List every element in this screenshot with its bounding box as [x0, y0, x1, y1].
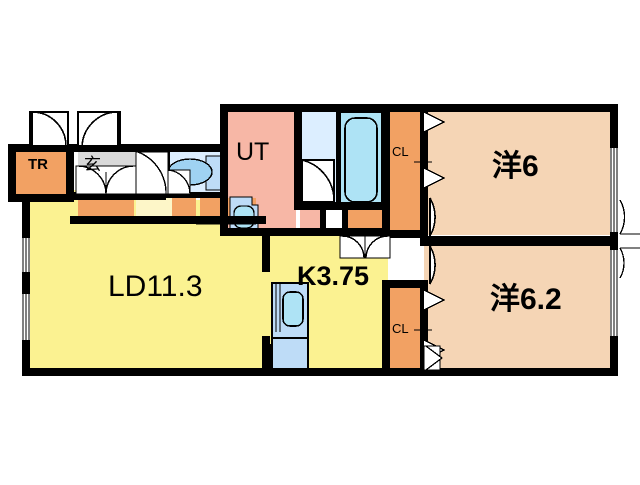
counter-orange-2 — [172, 198, 196, 220]
wall-right-exterior-top — [610, 104, 618, 148]
wall-closet-right-bottom — [420, 280, 428, 376]
room-label-trunk-room: TR — [28, 156, 48, 173]
closet-fill-top — [386, 110, 424, 235]
wall-right-exterior-bottom — [610, 336, 618, 376]
door-entrance-1 — [29, 111, 69, 147]
room-fill-western-room-1 — [424, 110, 610, 235]
wall-ut-bath — [294, 110, 302, 210]
wall-bottom-tr — [8, 194, 70, 202]
room-label-western-room-1: 洋6 — [492, 150, 539, 183]
room-fill-western-room-2 — [424, 243, 610, 370]
door-balcony-1 — [619, 199, 640, 235]
detail-lines — [74, 221, 292, 231]
wall-toilet-bottom — [164, 192, 226, 198]
wall-bottom-exterior — [22, 368, 618, 376]
door-genkan-interior — [75, 165, 137, 196]
window-counter-ld — [196, 219, 256, 225]
door-kitchen-double — [339, 235, 391, 259]
window-utility-sill — [272, 230, 384, 235]
wall-left-exterior-mid — [22, 272, 30, 294]
door-bedroom-2 — [429, 245, 436, 285]
wall-hall-bottom — [70, 216, 186, 224]
wall-left-exterior-lower — [22, 340, 30, 376]
opening-kitchen-bottom — [268, 344, 272, 370]
wall-left-tr — [8, 144, 16, 202]
wall-between-bedrooms — [420, 236, 618, 246]
window-left-1 — [22, 238, 30, 272]
room-label-entrance: 玄 — [84, 155, 101, 174]
counter-shoebox-1 — [78, 198, 134, 220]
room-fill-trunk-room — [14, 150, 68, 195]
counter-cream-1 — [136, 198, 172, 220]
wall-closet-top-cap — [382, 230, 428, 238]
doors — [29, 111, 640, 371]
wall-utility-bottom — [220, 228, 268, 236]
wall-ut-left — [220, 104, 228, 236]
wall-pier-bath-2 — [342, 202, 348, 236]
wall-closet-left-top — [382, 110, 390, 236]
counter-white-below-bath — [326, 203, 344, 235]
window-left-2 — [22, 294, 30, 340]
windows — [22, 148, 618, 340]
room-label-kitchen: K3.75 — [297, 261, 370, 291]
wall-left-exterior-upper — [22, 196, 30, 238]
room-label-living-dining: LD11.3 — [108, 270, 203, 303]
door-hall-ld — [135, 151, 169, 195]
wall-tr-right — [66, 150, 74, 202]
wall-toilet-top — [164, 144, 226, 152]
room-label-utility: UT — [236, 138, 270, 166]
window-right-2 — [610, 250, 618, 336]
door-entrance-2 — [77, 111, 121, 147]
kitchen-sink-bowl — [282, 291, 304, 327]
wall-pier-bath-1 — [320, 202, 326, 236]
door-balcony-2 — [619, 247, 640, 279]
window-right-1 — [610, 148, 618, 232]
closet-label-bottom: CL — [392, 321, 409, 336]
door-bathroom — [299, 159, 335, 203]
door-bottom-bedroom — [423, 345, 444, 371]
bathtub-inner — [344, 117, 378, 203]
closet-fill-bottom — [386, 287, 424, 370]
wall-closet-left-bottom — [382, 280, 390, 376]
wall-closet-bottom-cap — [382, 280, 428, 288]
wall-top-left-horizontal — [8, 144, 226, 152]
wall-entrance-bottom — [70, 192, 166, 200]
wall-bath-tub-div — [336, 110, 340, 208]
door-toilet — [167, 169, 191, 195]
room-label-western-room-2: 洋6.2 — [490, 283, 562, 316]
closet-door-top — [414, 111, 446, 189]
wall-kitchen-left-lower — [262, 336, 270, 372]
closet-label-top: CL — [392, 144, 409, 159]
wall-kitchen-left — [262, 236, 270, 272]
door-bedroom-1 — [429, 197, 436, 237]
